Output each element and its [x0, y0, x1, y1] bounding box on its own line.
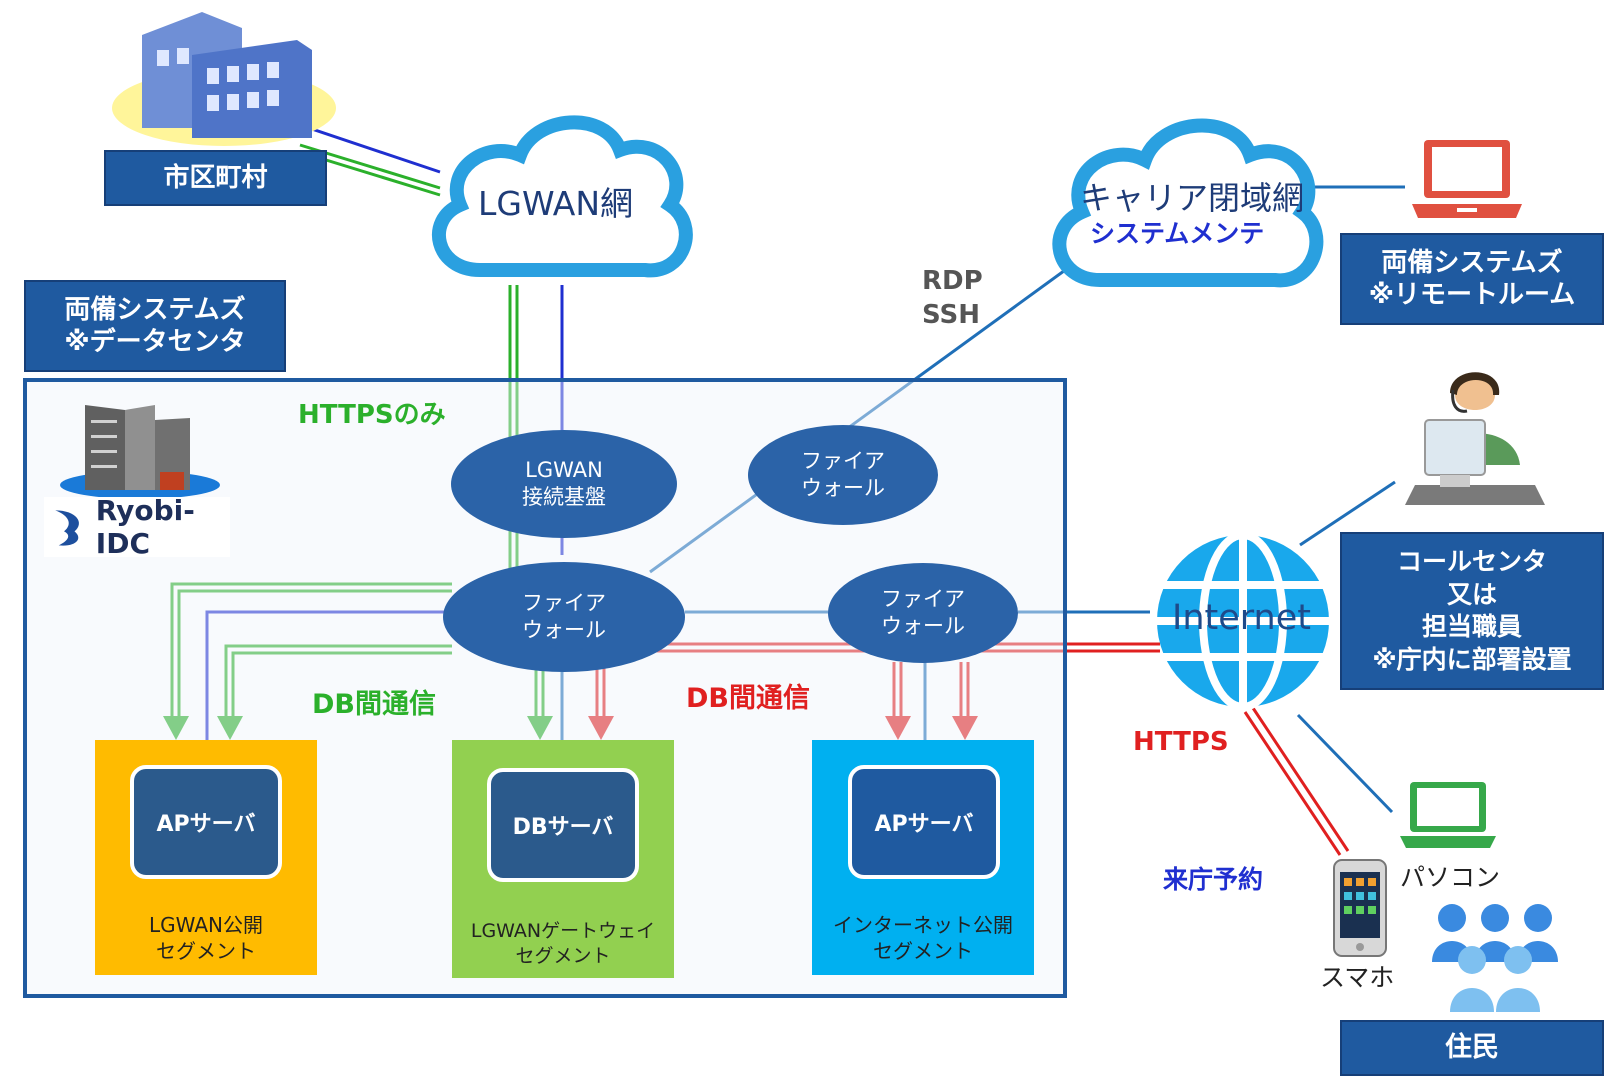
firewall-right-node: ファイア ウォール	[828, 563, 1018, 663]
remote-room-line1: 両備システムズ	[1381, 247, 1563, 278]
firewall-top-node: ファイア ウォール	[748, 425, 938, 525]
segment-left-label: LGWAN公開 セグメント	[95, 912, 317, 964]
ryobi-idc-logo: Ryobi-IDC	[44, 494, 230, 560]
remote-room-line2: ※リモートルーム	[1368, 280, 1576, 310]
municipality-building-icon	[112, 12, 336, 146]
smartphone-label: スマホ	[1320, 963, 1395, 992]
segment-center-label: LGWANゲートウェイ セグメント	[452, 919, 674, 968]
ap-server-left: APサーバ	[130, 765, 282, 879]
call-center-operator-icon	[1405, 372, 1545, 505]
pc-label: パソコン	[1400, 863, 1501, 892]
ryobi-idc-text: Ryobi-IDC	[95, 494, 195, 560]
lgwan-base-line1: LGWAN	[525, 457, 603, 482]
firewall-right-line1: ファイア	[881, 586, 965, 611]
call-center-line4: ※庁内に部署設置	[1372, 644, 1572, 674]
firewall-top-line2: ウォール	[801, 476, 885, 500]
db-comm-red-label: DB間通信	[686, 683, 810, 714]
https-only-label: HTTPSのみ	[298, 400, 446, 430]
firewall-top-line1: ファイア	[801, 448, 885, 473]
call-center-line2: 又は	[1446, 579, 1497, 609]
residents-label: 住民	[1340, 1020, 1604, 1076]
carrier-cloud-icon	[1052, 118, 1324, 288]
segment-right-line1: インターネット公開	[833, 913, 1013, 937]
carrier-cloud-label: キャリア閉域網	[1080, 179, 1305, 217]
segment-right-label: インターネット公開 セグメント	[812, 912, 1034, 964]
segment-center-line1: LGWANゲートウェイ	[470, 920, 656, 942]
ryobi-mark-icon	[55, 510, 79, 546]
lgwan-cloud-label: LGWAN網	[478, 184, 634, 223]
call-center-line3: 担当職員	[1421, 612, 1522, 641]
datacenter-line1: 両備システムズ	[64, 294, 246, 325]
municipality-text: 市区町村	[163, 162, 268, 193]
https-label: HTTPS	[1133, 727, 1229, 757]
remote-room-label: 両備システムズ ※リモートルーム	[1340, 233, 1604, 325]
ssh-label: SSH	[922, 300, 981, 330]
segment-left-line1: LGWAN公開	[149, 913, 263, 937]
reservation-label: 来庁予約	[1163, 865, 1264, 894]
segment-center-line2: セグメント	[515, 944, 611, 967]
ap-server-left-label: APサーバ	[156, 812, 256, 837]
db-server-label: DBサーバ	[512, 815, 614, 840]
rdp-label: RDP	[922, 266, 983, 296]
call-center-label: コールセンタ 又は 担当職員 ※庁内に部署設置	[1340, 532, 1604, 690]
ap-server-right: APサーバ	[848, 765, 1000, 879]
internet-globe-icon	[1157, 531, 1329, 711]
segment-left-line2: セグメント	[156, 939, 256, 963]
lgwan-base-line2: 接続基盤	[522, 485, 606, 509]
datacenter-line2: ※データセンタ	[64, 327, 246, 357]
lgwan-base-node: LGWAN 接続基盤	[451, 430, 677, 538]
datacenter-building-icon	[60, 405, 220, 499]
residents-text: 住民	[1445, 1032, 1499, 1064]
datacenter-label: 両備システムズ ※データセンタ	[24, 280, 286, 372]
internet-label: Internet	[1172, 598, 1311, 638]
firewall-center-line1: ファイア	[522, 590, 606, 615]
call-center-line1: コールセンタ	[1396, 547, 1547, 576]
residents-group-icon	[1432, 904, 1558, 1012]
lgwan-cloud-icon	[431, 115, 693, 278]
firewall-center-node: ファイア ウォール	[443, 562, 685, 672]
system-maintenance-label: システムメンテ	[1090, 219, 1265, 248]
db-comm-green-label: DB間通信	[312, 689, 436, 720]
segment-right-line2: セグメント	[873, 939, 973, 963]
pc-laptop-icon	[1400, 782, 1496, 848]
smartphone-icon	[1333, 859, 1387, 957]
ap-server-right-label: APサーバ	[874, 812, 974, 837]
firewall-center-line2: ウォール	[522, 618, 606, 642]
municipality-label: 市区町村	[104, 150, 327, 206]
db-server: DBサーバ	[487, 768, 639, 882]
laptop-icon	[1412, 140, 1522, 218]
firewall-right-line2: ウォール	[881, 614, 965, 638]
